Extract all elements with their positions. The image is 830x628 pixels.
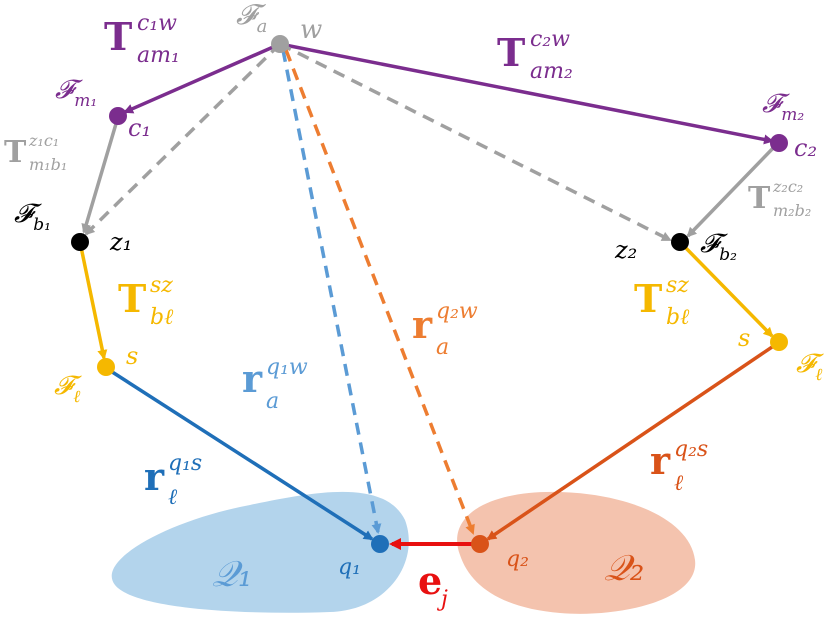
edge-r-l-q2 (486, 341, 779, 541)
node-Fm2 (770, 134, 788, 152)
label-Fb2: 𝓕b₂ (700, 229, 737, 265)
node-q1 (371, 535, 389, 553)
node-Fm1 (109, 107, 127, 125)
label-T-am1: T c₁w am₁ (104, 11, 181, 68)
node-Fb2 (671, 233, 689, 251)
label-Fa: 𝓕a (236, 0, 267, 37)
label-z2: z₂ (614, 236, 637, 264)
region-q2-blob (457, 491, 696, 614)
label-Q1: 𝒬₁ (212, 554, 252, 595)
edge-T-am2 (279, 42, 774, 145)
label-T-bl-right: T sz bℓ (634, 273, 693, 330)
label-T-m1b1: T z₁c₁ m₁b₁ (4, 131, 67, 174)
label-c2: c₂ (794, 134, 817, 162)
label-Fl-right: 𝓕ℓ (796, 349, 824, 385)
node-Fa (271, 35, 289, 53)
label-s-left: s (126, 342, 138, 370)
label-Fm2: 𝓕m₂ (762, 89, 804, 125)
label-z1: z₁ (109, 228, 132, 256)
edge-r-l-q1 (105, 366, 374, 541)
node-q2 (471, 535, 489, 553)
label-Fm1: 𝓕m₁ (55, 75, 97, 111)
label-Fb1: 𝓕b₁ (14, 199, 51, 235)
label-q2: q₂ (506, 547, 529, 572)
edge-r-a-q1 (281, 49, 382, 534)
label-q1: q₁ (338, 555, 361, 580)
node-Fl-2 (770, 333, 788, 351)
edge-T-bl-2 (678, 240, 774, 338)
label-Fl-left: 𝓕ℓ (54, 371, 82, 407)
label-c1: c₁ (128, 114, 151, 142)
node-Fl-1 (97, 358, 115, 376)
edge-r-a-q2 (284, 49, 475, 535)
label-w: w (300, 15, 322, 45)
edge-T-m2b2 (686, 141, 780, 238)
label-s-right: s (738, 324, 750, 352)
label-r-l-q2: r q₂s ℓ (650, 437, 712, 496)
edge-T-am1 (123, 42, 281, 114)
label-T-bl-left: T sz bℓ (118, 273, 177, 330)
edge-dashed-a-b1 (84, 42, 282, 236)
label-r-a-q1: r q₁w a (242, 355, 312, 414)
region-q1-blob (111, 491, 409, 613)
edge-T-bl-1 (78, 241, 108, 360)
edge-dashed-a-b2 (279, 42, 672, 242)
label-ej: e j (418, 558, 448, 612)
label-r-a-q2: r q₂w a (412, 299, 482, 360)
label-r-l-q1: r q₁s ℓ (144, 451, 206, 510)
label-Q2: 𝒬₂ (604, 548, 644, 589)
label-T-m2b2: T z₂c₂ m₂b₂ (748, 177, 811, 220)
node-Fb1 (71, 233, 89, 251)
label-T-am2: T c₂w am₂ (497, 27, 574, 84)
edge-T-m1b1 (81, 116, 120, 234)
